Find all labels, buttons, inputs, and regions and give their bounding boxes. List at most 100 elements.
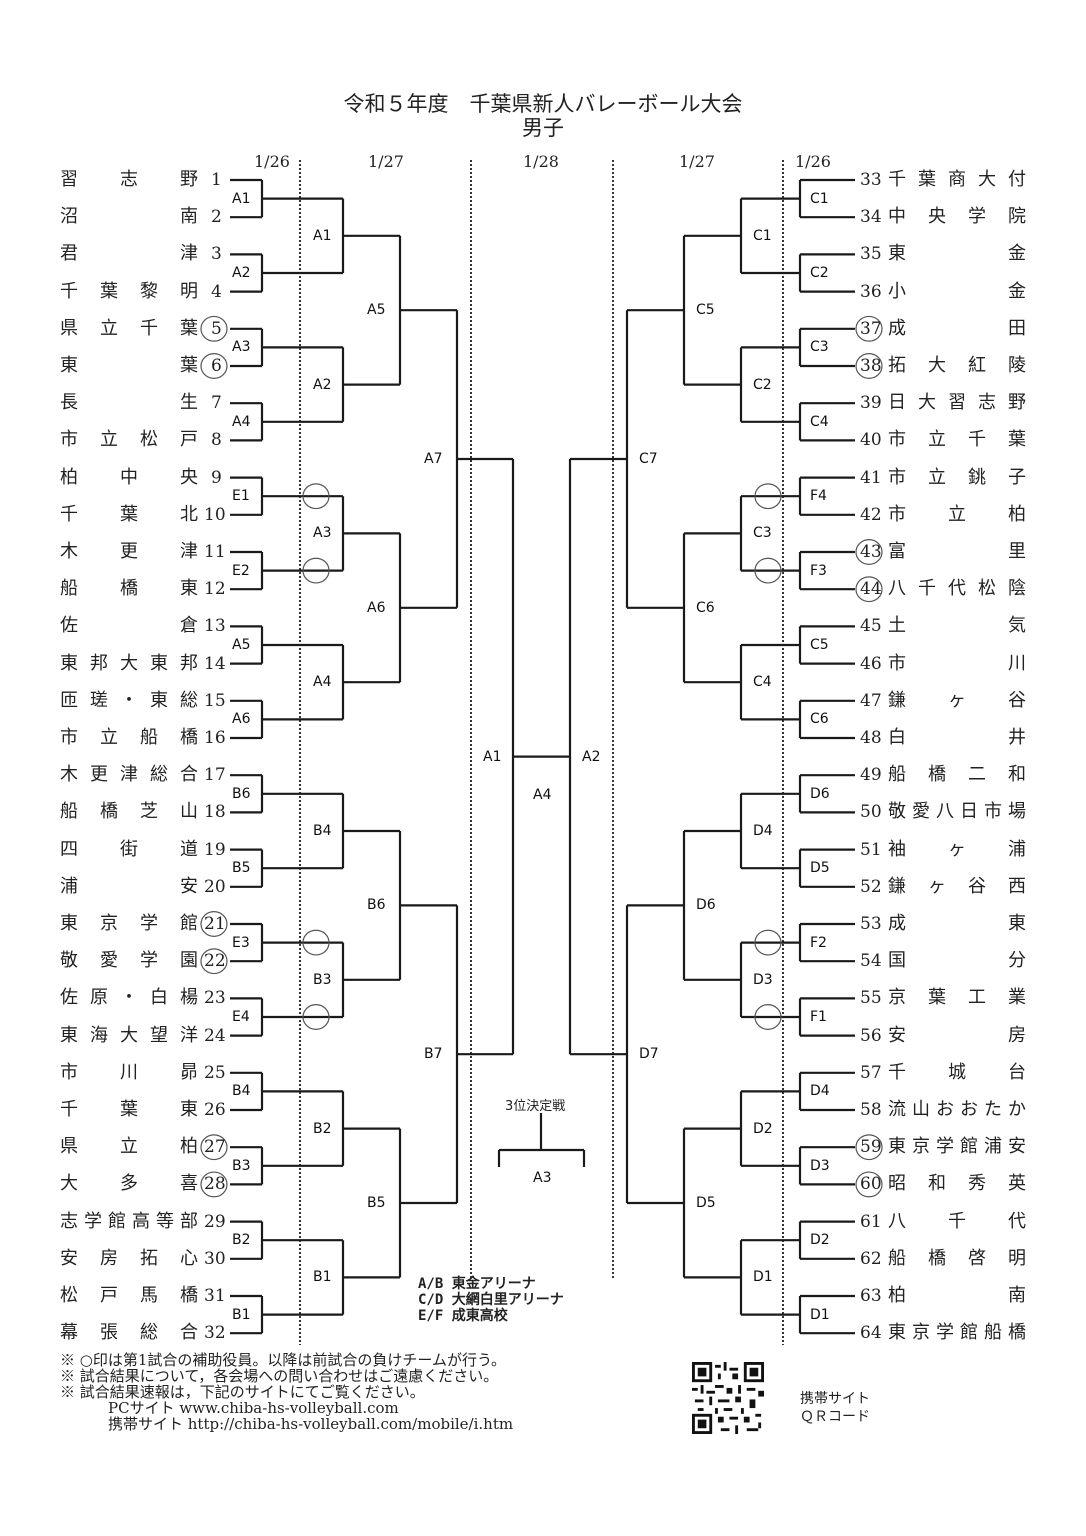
team-name: 成田 <box>888 317 1026 339</box>
match-label-r1: C5 <box>810 637 829 653</box>
match-label-r1: A3 <box>232 339 251 356</box>
referee-circle <box>200 315 228 342</box>
team-seed-number: 33 <box>860 170 882 190</box>
team-seed-number: 62 <box>860 1248 882 1269</box>
team-name: 千城台 <box>888 1061 1026 1083</box>
match-label-r2: C2 <box>753 376 772 393</box>
team-seed-number: 14 <box>204 653 226 674</box>
match-label-r4: A7 <box>424 451 443 467</box>
mobile-site-link[interactable]: 携帯サイト http://chiba-hs-volleyball.com/mob… <box>108 1415 514 1433</box>
team-name: 東葉 <box>60 355 198 376</box>
team-name: 京葉工業 <box>888 987 1026 1009</box>
team-seed-number: 17 <box>204 765 226 786</box>
match-label-r2: C3 <box>753 525 772 542</box>
team-name: 柏中央 <box>60 466 198 488</box>
referee-circle <box>302 1004 330 1030</box>
team-name: 東海大望洋 <box>60 1024 198 1046</box>
match-label-r1: A1 <box>232 190 251 207</box>
referee-circle <box>855 1134 883 1161</box>
match-label-r1: A5 <box>232 637 251 653</box>
match-label-r3: A5 <box>367 302 386 319</box>
match-label-r2: D2 <box>753 1120 773 1137</box>
team-name: 安房拓心 <box>60 1247 198 1269</box>
match-label-r1: E1 <box>232 488 250 505</box>
match-label-r1: A2 <box>232 265 251 281</box>
referee-circle <box>302 929 330 956</box>
team-seed-number: 58 <box>860 1100 882 1120</box>
team-name: 市立松戸 <box>60 429 198 451</box>
team-name: 千葉北 <box>60 503 198 525</box>
team-seed-number: 28 <box>204 1174 226 1195</box>
team-seed-number: 9 <box>211 467 222 488</box>
team-name: 市立銚子 <box>888 466 1026 488</box>
team-seed-number: 19 <box>204 839 226 860</box>
team-name: 沼南 <box>60 206 198 228</box>
match-label-r1: E4 <box>232 1009 250 1025</box>
team-name: 日大習志野 <box>888 392 1026 414</box>
venue-item: C/D 大網白里アリーナ <box>418 1292 564 1308</box>
referee-circle <box>754 1004 782 1030</box>
qr-label-line1: 携帯サイト <box>800 1391 870 1407</box>
match-label-r2: C4 <box>753 674 772 691</box>
team-name: 市川昴 <box>60 1061 198 1083</box>
qr-code-icon[interactable] <box>688 1362 768 1434</box>
page-title: 令和５年度 千葉県新人バレーボール大会 <box>343 92 743 116</box>
venue-item: A/B 東金アリーナ <box>418 1276 536 1292</box>
team-name: 小金 <box>888 280 1026 302</box>
referee-circle <box>855 539 883 565</box>
date-left-round2: 1/27 <box>368 152 404 171</box>
team-name: 長生 <box>60 392 198 414</box>
team-name: 白井 <box>888 727 1026 748</box>
venue-item: E/F 成東高校 <box>418 1308 508 1324</box>
team-name: 佐原・白楊 <box>60 987 198 1009</box>
match-label-semi: A2 <box>582 748 601 765</box>
match-label-r1: E3 <box>232 934 250 951</box>
match-label-r1: D1 <box>810 1306 830 1323</box>
match-label-r4: D7 <box>639 1046 659 1063</box>
team-seed-number: 40 <box>860 430 882 451</box>
match-label-r1: C1 <box>810 190 829 207</box>
match-label-r4: B7 <box>424 1046 443 1063</box>
match-label-r2: C1 <box>753 227 772 244</box>
qr-label-line2: ＱＲコード <box>800 1409 870 1425</box>
team-entry: 小金 36 <box>855 280 1086 304</box>
match-label-r2: D4 <box>753 823 773 839</box>
team-seed-number: 36 <box>860 281 882 302</box>
team-name: 県立千葉 <box>60 317 198 339</box>
team-seed-number: 7 <box>211 393 222 414</box>
match-label-r2: A4 <box>313 674 332 691</box>
match-label-r1: B5 <box>232 860 251 877</box>
team-seed-number: 57 <box>860 1062 882 1083</box>
referee-circle <box>855 1171 883 1198</box>
date-left-round1: 1/26 <box>254 152 290 171</box>
date-right-round2: 1/27 <box>679 152 715 171</box>
referee-circle <box>855 315 883 342</box>
pc-site-link[interactable]: PCサイト www.chiba-hs-volleyball.com <box>108 1399 399 1417</box>
referee-circle <box>302 557 330 584</box>
match-label-r3: D5 <box>696 1195 716 1211</box>
match-label-r1: B6 <box>232 785 251 802</box>
team-name: 千葉東 <box>60 1099 198 1120</box>
team-name: 市立船橋 <box>60 727 198 748</box>
match-label-r1: F2 <box>810 934 827 951</box>
note-referee: ※ ○印は第1試合の補助役員。以降は前試合の負けチームが行う。 <box>60 1351 507 1369</box>
team-name: 習志野 <box>60 169 198 190</box>
